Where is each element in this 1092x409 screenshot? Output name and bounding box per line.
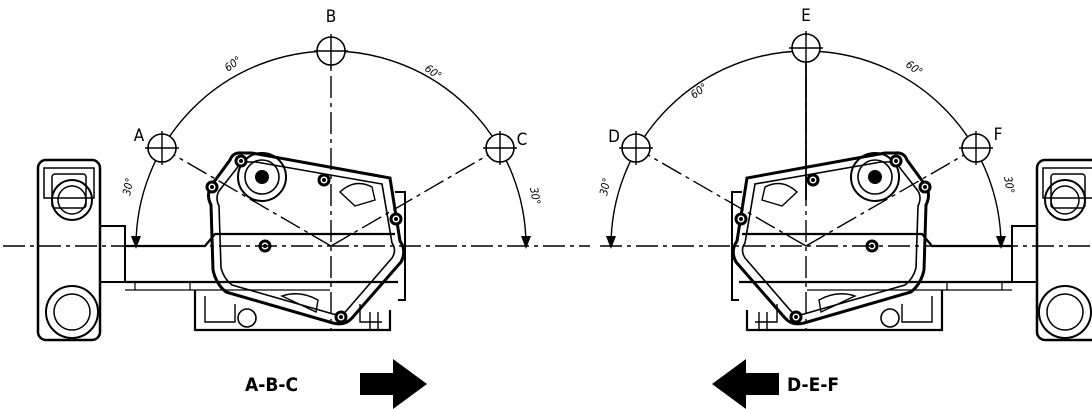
left-ray-c [330, 147, 501, 247]
angle-label-d-horizontal: 30° [597, 177, 613, 197]
angle-label-de: 60° [688, 81, 710, 102]
right-arc-arrowhead-end [996, 236, 1006, 249]
position-label-e: E [801, 6, 811, 26]
right-view: E D F 60° 60° 30° 30° D-E-F [597, 6, 1092, 409]
angle-label-bc: 60° [422, 62, 444, 83]
position-label-a: A [134, 126, 145, 146]
position-label-f: F [994, 125, 1003, 145]
angle-label-c-horizontal: 30° [527, 186, 543, 206]
position-label-b: B [326, 7, 337, 27]
sequence-label-abc: A-B-C [245, 374, 298, 396]
left-arc-arrowhead-end [521, 236, 531, 249]
left-ray-a [161, 147, 332, 247]
right-arc-arrowhead-start [606, 236, 616, 249]
arrow-right-icon [360, 359, 427, 409]
right-ray-d [635, 147, 807, 247]
position-label-c: C [517, 130, 528, 150]
left-arc-arrowhead-start [131, 236, 141, 249]
angle-label-ab: 60° [222, 54, 244, 75]
angle-label-ef: 60° [903, 58, 925, 79]
arrow-left-icon [712, 359, 779, 409]
angle-label-a-horizontal: 30° [120, 177, 136, 197]
angle-label-f-horizontal: 30° [1001, 175, 1017, 195]
right-ray-f [805, 147, 977, 247]
sequence-label-def: D-E-F [787, 374, 839, 396]
left-view: B A C 60° 60° 30° 30° A-B-C [3, 7, 590, 409]
position-label-d: D [608, 127, 620, 147]
